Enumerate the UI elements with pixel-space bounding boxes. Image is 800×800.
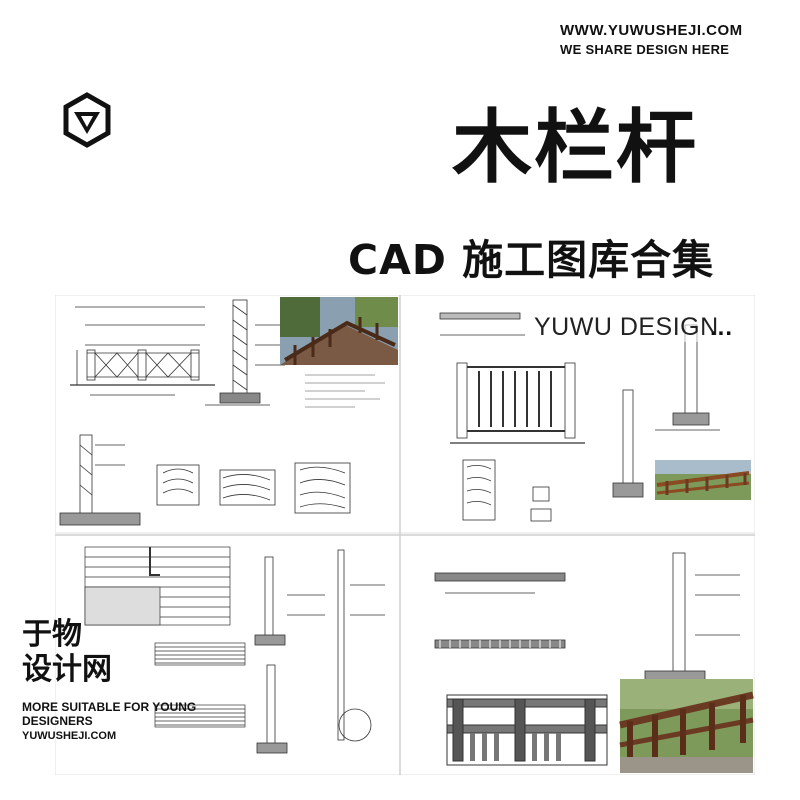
brand-tagline-line2: DESIGNERS (22, 714, 93, 728)
brand-name-line2: 设计网 (22, 652, 112, 687)
page-subtitle: CAD 施工图库合集 (348, 236, 715, 284)
brand-tagline-line1: MORE SUITABLE FOR YOUNG (22, 700, 197, 714)
railing-installed-photo (655, 460, 751, 500)
post-detail-drawing (59, 434, 141, 526)
wooden-bridge-photo (280, 297, 398, 365)
deck-plan-drawing (84, 546, 231, 626)
deck-section-drawings (154, 642, 246, 728)
site-slogan: WE SHARE DESIGN HERE (560, 42, 730, 57)
hexagon-v-logo-icon (62, 92, 112, 148)
watermark-dots: ... (710, 314, 734, 341)
railing-top-plan-drawings (434, 572, 566, 649)
railing-elevation-drawing (70, 306, 215, 396)
watermark-text: YUWU DESIGN (532, 313, 721, 342)
brand-url: YUWUSHEJI.COM (22, 730, 117, 742)
post-section-drawing-right (612, 324, 720, 498)
cad-drawing-collage (55, 295, 755, 775)
brand-name-line1: 于物 (22, 617, 82, 652)
site-url: WWW.YUWUSHEJI.COM (560, 22, 743, 39)
railing-plan-drawing (439, 312, 585, 522)
wood-grain-details (156, 462, 351, 514)
page-title: 木栏杆 (452, 101, 698, 194)
railing-post-sections (254, 549, 385, 754)
wooden-railing-photo (619, 679, 754, 773)
railing-elevation-bottom (446, 694, 608, 766)
